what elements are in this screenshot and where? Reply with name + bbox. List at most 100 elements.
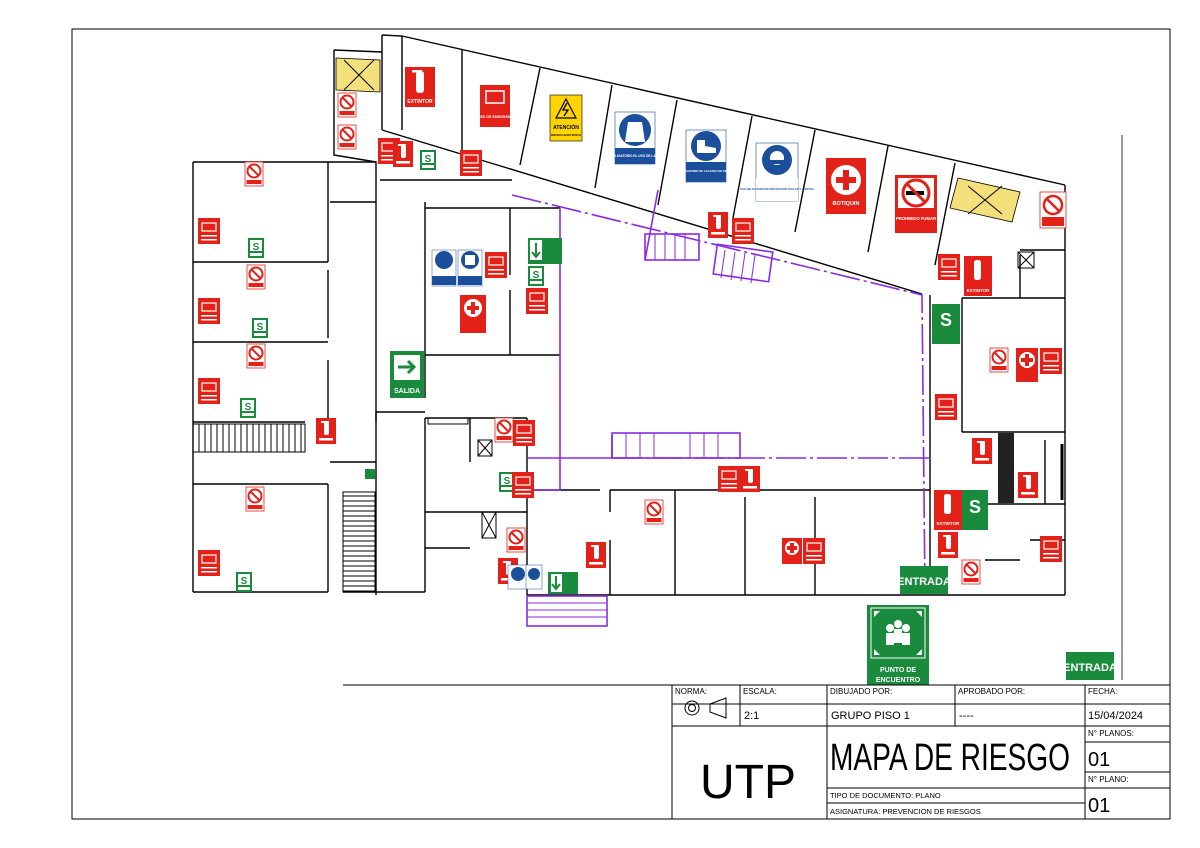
page-title: MAPA DE RIESGO (830, 737, 1070, 779)
escala-label: ESCALA: (743, 687, 777, 696)
utp-logo: UTP (700, 756, 796, 809)
sign-salida-big: SALIDA (390, 351, 424, 398)
sign-no-1 (337, 92, 357, 118)
sign-calzado-mid (431, 249, 457, 287)
svg-text:USO OBLIGATORIO DE CALZADO DE: USO OBLIGATORIO DE CALZADO DE SEGURIDAD (672, 169, 740, 173)
sign-luces-k (512, 419, 536, 447)
sign-luces-f (197, 297, 221, 325)
sign-no-4 (246, 264, 266, 290)
sign-no-9 (644, 499, 664, 525)
sign-s-letter: S (940, 310, 952, 330)
stairs-left (192, 423, 306, 453)
svg-text:S: S (969, 497, 981, 517)
sign-botiquin-low (782, 538, 802, 564)
sign-entrada-1: ENTRADA (897, 566, 951, 594)
sign-s-3 (252, 318, 268, 338)
svg-text:ENCUENTRO: ENCUENTRO (876, 677, 921, 684)
svg-text:EXTINTOR: EXTINTOR (407, 99, 433, 105)
sign-prohibido-fumar: PROHIBIDO FUMAR (895, 175, 937, 233)
projection-symbol-icon (684, 697, 727, 719)
stair-lines-purple (527, 234, 756, 618)
sign-s-5 (236, 572, 252, 592)
sign-no-8 (506, 527, 526, 553)
sign-extintor-right: EXTINTOR (964, 256, 992, 296)
sign-luces-e (197, 217, 221, 245)
sign-ext-a (708, 212, 728, 238)
sign-atencion: ATENCIÓN RIESGO ELÉCTRICO (549, 94, 583, 142)
svg-text:ES OBLIGATORIO EL USO DE LA BA: ES OBLIGATORIO EL USO DE LA BATA (605, 154, 665, 158)
sign-luces-j (525, 287, 549, 315)
tipo-documento: TIPO DE DOCUMENTO: PLANO (830, 791, 941, 800)
sign-no-5 (246, 343, 266, 369)
sign-ext-i (938, 532, 958, 558)
svg-text:LUCES DE EMERGENCIA: LUCES DE EMERGENCIA (473, 115, 517, 119)
sign-s-right-2: S (962, 490, 988, 530)
svg-text:BOTIQUIN: BOTIQUIN (833, 201, 860, 207)
n-plano-label: N° PLANO: (1088, 775, 1129, 784)
svg-text:EXTINTOR: EXTINTOR (967, 288, 990, 293)
n-planos-label: N° PLANOS: (1088, 729, 1134, 738)
svg-text:SALIDA: SALIDA (394, 388, 420, 395)
sign-salida-vertical-2 (548, 572, 578, 594)
sign-ext-g (972, 438, 992, 464)
escala-value: 2:1 (744, 710, 759, 722)
fecha-label: FECHA: (1088, 687, 1117, 696)
sign-luces-a (731, 217, 755, 245)
svg-text:PUNTO DE: PUNTO DE (880, 667, 916, 674)
sign-nofire-right (1039, 191, 1067, 229)
sign-luces-g (197, 377, 221, 405)
dibujado-label: DIBUJADO POR: (830, 687, 892, 696)
asignatura: ASIGNATURA: PREVENCION DE RIESGOS (830, 807, 981, 816)
sign-luces-top: LUCES DE EMERGENCIA (473, 85, 517, 127)
sign-luces-n (802, 537, 826, 565)
sign-ext-d (586, 542, 606, 568)
dibujado-value: GRUPO PISO 1 (831, 710, 910, 722)
sign-luces-d (459, 149, 483, 177)
sign-s-6 (528, 266, 544, 286)
floor-plan-walls (192, 34, 1066, 596)
sign-s-2 (248, 238, 264, 258)
sign-blue-pair-low (507, 564, 543, 590)
sign-ext-b (393, 141, 413, 167)
sign-botiquin-top: BOTIQUIN (826, 158, 866, 214)
sign-botiquin-mid (460, 295, 486, 333)
sign-no-7 (494, 417, 514, 443)
aprobado-label: APROBADO POR: (958, 687, 1025, 696)
sign-no-11 (961, 559, 981, 585)
svg-text:ATENCIÓN: ATENCIÓN (553, 123, 579, 131)
sign-s-big-right (932, 304, 960, 344)
svg-text:ENTRADA: ENTRADA (1063, 662, 1117, 674)
sign-no-3 (244, 161, 264, 187)
solid-wall (998, 433, 1014, 503)
title-block (671, 685, 1171, 819)
norma-label: NORMA: (675, 687, 707, 696)
n-planos-value: 01 (1088, 749, 1110, 771)
shaft-boxes (427, 251, 1035, 539)
sign-s-4 (240, 398, 256, 418)
sign-ext-big-right: EXTINTOR (934, 490, 962, 530)
sign-luces-b (937, 253, 961, 281)
aprobado-value: ---- (959, 710, 974, 722)
sign-extintor-top: EXTINTOR (405, 67, 435, 107)
sign-entrada-2: ENTRADA (1063, 652, 1117, 680)
svg-text:PROHIBIDO FUMAR: PROHIBIDO FUMAR (896, 216, 936, 221)
sign-calzado: USO OBLIGATORIO DE CALZADO DE SEGURIDAD (672, 129, 740, 183)
sign-no-6 (245, 486, 265, 512)
sign-luces-q (1039, 535, 1063, 563)
sign-luces-p (934, 393, 958, 421)
evacuation-route (511, 189, 930, 627)
sign-luces-h (197, 549, 221, 577)
sheet-frame (71, 28, 1171, 820)
sign-proteccion: USO OBLIGATORIO DE PROTECCIÓN OCULAR Y A… (740, 142, 814, 202)
exit-mini (365, 469, 375, 479)
n-plano-value: 01 (1088, 795, 1110, 817)
svg-text:RIESGO ELÉCTRICO: RIESGO ELÉCTRICO (551, 132, 582, 137)
sign-ext-h (1018, 472, 1038, 498)
svg-text:USO OBLIGATORIO DE PROTECCIÓN: USO OBLIGATORIO DE PROTECCIÓN OCULAR Y A… (740, 186, 814, 191)
sign-punto-encuentro: PUNTO DE ENCUENTRO (867, 605, 929, 685)
sign-no-10 (989, 347, 1009, 373)
yellow-stairs (335, 57, 1021, 223)
sign-ext-c (316, 418, 336, 444)
sign-no-2 (337, 124, 357, 150)
